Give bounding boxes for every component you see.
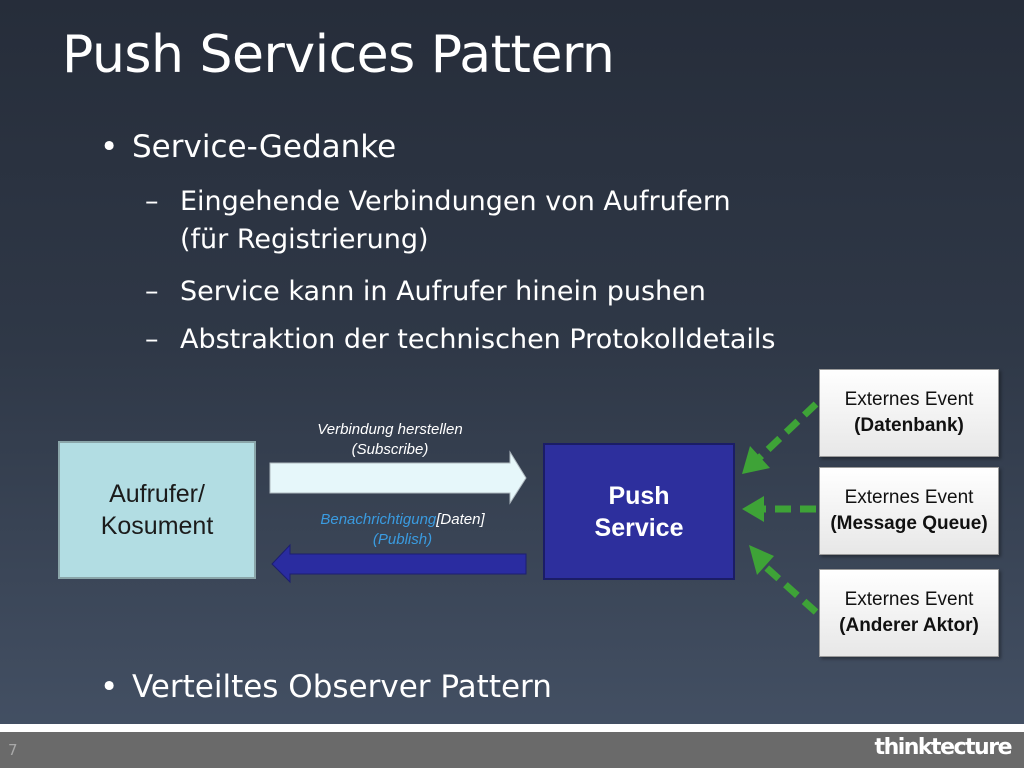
subitem-text: Abstraktion der technischen Protokolldet…	[180, 324, 776, 355]
dash: –	[145, 324, 159, 355]
dash: –	[145, 186, 159, 217]
publish-arrow	[271, 543, 527, 584]
subitem-abstraktion: –Abstraktion der technischen Protokollde…	[145, 321, 775, 359]
event-arrow-aktor-head	[749, 545, 774, 575]
subitem-service-pushen: –Service kann in Aufrufer hinein pushen	[145, 273, 706, 311]
event-box-anderer-aktor: Externes Event (Anderer Aktor)	[819, 569, 999, 657]
publish-label-line1: Benachrichtigung[Daten]	[300, 510, 505, 530]
event-box-datenbank: Externes Event (Datenbank)	[819, 369, 999, 457]
subitem-continuation: (für Registrierung)	[180, 224, 429, 255]
event-label-line2: (Datenbank)	[854, 415, 964, 436]
push-service-box: Push Service	[543, 443, 735, 580]
event-label-line1: Externes Event	[844, 487, 974, 508]
slide-title: Push Services Pattern	[62, 25, 615, 85]
caller-box: Aufrufer/ Kosument	[58, 441, 256, 579]
subscribe-label: Verbindung herstellen (Subscribe)	[300, 420, 480, 460]
subscribe-label-line2: (Subscribe)	[351, 441, 429, 458]
subscribe-label-line1: Verbindung herstellen	[317, 421, 463, 438]
publish-label-part1: Benachrichtigung	[320, 511, 437, 528]
event-arrow-mq-head	[742, 496, 764, 522]
publish-label-part2: [Daten]	[436, 511, 485, 528]
push-service-label-line1: Push	[608, 481, 670, 510]
publish-label: Benachrichtigung[Daten] (Publish)	[300, 510, 505, 550]
bullet-text: Verteiltes Observer Pattern	[132, 669, 552, 705]
subitem-eingehende-verbindungen: –Eingehende Verbindungen von Aufrufern (…	[145, 183, 731, 259]
publish-label-line2: (Publish)	[372, 531, 433, 548]
caller-label-line2: Kosument	[100, 512, 214, 540]
bullet-text: Service-Gedanke	[132, 129, 397, 165]
dash: –	[145, 276, 159, 307]
event-label-line1: Externes Event	[844, 589, 974, 610]
bullet-dot: •	[100, 669, 119, 705]
bullet-service-gedanke: • Service-Gedanke	[100, 129, 396, 166]
event-label-line2: (Anderer Aktor)	[839, 615, 979, 636]
subitem-text: Service kann in Aufrufer hinein pushen	[180, 276, 706, 307]
event-arrow-datenbank-head	[742, 446, 770, 474]
bullet-dot: •	[100, 129, 119, 165]
event-label-line1: Externes Event	[844, 389, 974, 410]
event-box-message-queue: Externes Event (Message Queue)	[819, 467, 999, 555]
event-arrow-aktor-line	[757, 559, 819, 615]
footer-bar	[0, 724, 1024, 768]
thinktecture-logo: thinktecture	[874, 735, 1013, 760]
event-arrow-datenbank-line	[755, 401, 819, 462]
page-number: 7	[8, 741, 18, 759]
caller-label-line1: Aufrufer/	[109, 480, 205, 508]
event-label-line2: (Message Queue)	[830, 513, 988, 534]
bullet-observer-pattern: • Verteiltes Observer Pattern	[100, 669, 552, 706]
subitem-text: Eingehende Verbindungen von Aufrufern	[180, 186, 731, 217]
push-service-label-line2: Service	[594, 513, 684, 542]
